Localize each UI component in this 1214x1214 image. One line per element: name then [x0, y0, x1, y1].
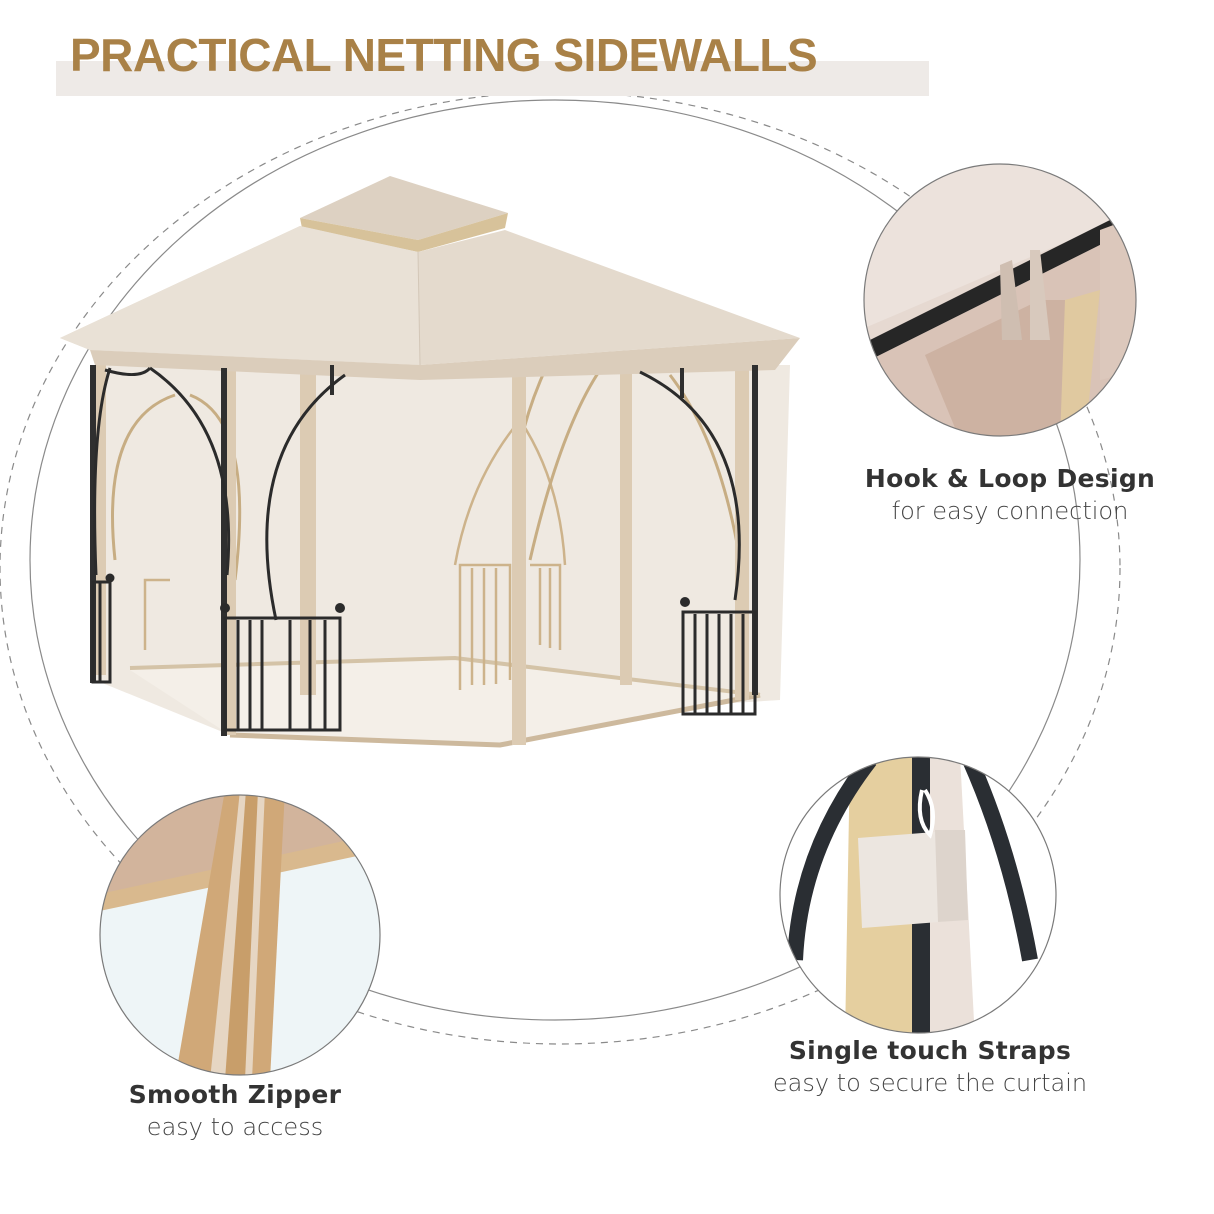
feature-subtitle: easy to secure the curtain: [772, 1069, 1088, 1097]
zipper-detail-image: [100, 795, 380, 1075]
feature-hook-loop: Hook & Loop Design for easy connection: [860, 464, 1160, 525]
feature-title: Hook & Loop Design: [864, 464, 1156, 493]
hook-loop-detail-frame: [863, 163, 1137, 437]
straps-detail-image: [780, 757, 1056, 1033]
feature-title: Smooth Zipper: [128, 1080, 342, 1109]
feature-subtitle: easy to access: [146, 1113, 324, 1141]
feature-subtitle: for easy connection: [891, 497, 1129, 525]
feature-title: Single touch Straps: [788, 1036, 1072, 1065]
title-banner: [56, 61, 929, 96]
hook-loop-detail-image: [864, 164, 1136, 436]
gazebo-image: [60, 176, 800, 748]
straps-detail-frame: [779, 756, 1057, 1034]
zipper-detail-frame: [99, 794, 381, 1076]
feature-zipper: Smooth Zipper easy to access: [100, 1080, 370, 1141]
page-title: PRACTICAL NETTING SIDEWALLS: [70, 29, 818, 81]
feature-straps: Single touch Straps easy to secure the c…: [755, 1036, 1105, 1097]
